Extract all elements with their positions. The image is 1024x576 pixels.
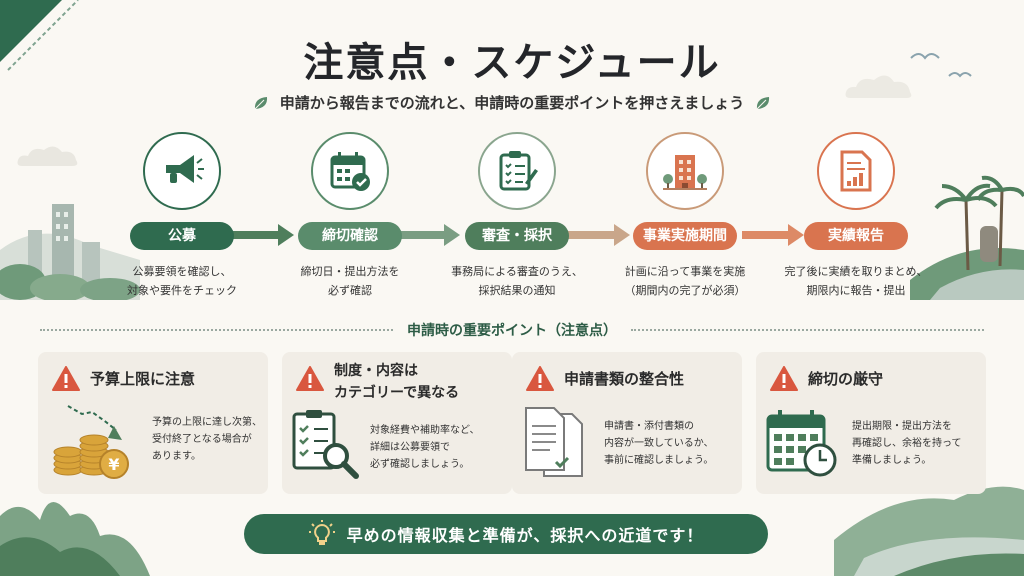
warning-icon — [526, 366, 554, 391]
flow-step-jigyou: 事業実施期間 計画に沿って事業を実施（期間内の完了が必須） — [600, 132, 770, 300]
section-heading-text: 申請時の重要ポイント（注意点） — [407, 323, 617, 339]
foliage-decoration-left — [0, 501, 150, 576]
cloud-decoration-right — [845, 75, 912, 98]
svg-text:¥: ¥ — [108, 455, 119, 474]
step-label: 審査・採択 — [465, 222, 569, 250]
card-text: 申請書・添付書類の内容が一致しているか、事前に確認しましょう。 — [604, 421, 714, 466]
flow-arrow — [742, 224, 804, 246]
caution-card-deadline: 締切の厳守 提出期限・提出方法を再確認し、余裕を持って準備しましょう。 — [756, 352, 986, 494]
page-subtitle: 申請から報告までの流れと、申請時の重要ポイントを押さえましょう — [279, 94, 745, 112]
leaf-icon — [254, 96, 267, 109]
step-description: 計画に沿って事業を実施（期間内の完了が必須） — [624, 265, 746, 297]
step-description: 事務局による審査のうえ、採択結果の通知 — [451, 265, 583, 297]
flow-step-shinsa: 審査・採択 事務局による審査のうえ、採択結果の通知 — [432, 132, 602, 300]
leaf-icon — [756, 96, 770, 109]
flow-step-shimekiri: 締切確認 締切日・提出方法を必ず確認 — [265, 132, 435, 300]
section-heading: 申請時の重要ポイント（注意点） — [40, 320, 984, 340]
step-icon-circle — [646, 132, 724, 210]
step-label: 実績報告 — [804, 222, 908, 250]
flow-step-jisseki: 実績報告 完了後に実績を取りまとめ、期限内に報告・提出 — [771, 132, 941, 300]
card-title: 締切の厳守 — [808, 370, 884, 388]
card-title: 制度・内容はカテゴリーで異なる — [334, 363, 460, 401]
subtitle-row: 申請から報告までの流れと、申請時の重要ポイントを押さえましょう — [0, 92, 1024, 113]
card-text: 提出期限・提出方法を再確認し、余裕を持って準備しましょう。 — [852, 421, 962, 466]
lightbulb-icon — [308, 520, 335, 545]
coast-decoration-right — [834, 486, 1024, 576]
coins-decline-icon: ¥ — [53, 405, 129, 479]
warning-icon — [296, 366, 324, 391]
step-label: 事業実施期間 — [633, 222, 737, 250]
step-description: 完了後に実績を取りまとめ、期限内に報告・提出 — [784, 265, 928, 297]
warning-icon — [770, 366, 798, 391]
step-description: 公募要領を確認し、対象や要件をチェック — [127, 265, 237, 297]
card-title: 申請書類の整合性 — [564, 370, 685, 388]
palm-island-decoration — [910, 175, 1024, 300]
step-description: 締切日・提出方法を必ず確認 — [300, 265, 400, 297]
step-label: 締切確認 — [298, 222, 402, 250]
page-title: 注意点・スケジュール — [303, 39, 721, 86]
card-title: 予算上限に注意 — [90, 370, 196, 388]
flow-step-koubo: 公募 公募要領を確認し、対象や要件をチェック — [97, 132, 267, 300]
divider — [40, 329, 393, 331]
documents-check-icon — [525, 407, 583, 477]
card-text: 対象経費や補助率など、詳細は公募要領で必ず確認しましょう。 — [370, 425, 480, 470]
step-icon-circle — [143, 132, 221, 210]
checklist-magnifier-icon — [292, 410, 359, 479]
tip-banner: 早めの情報収集と準備が、採択への近道です！ — [244, 514, 768, 554]
calendar-clock-icon — [766, 410, 837, 477]
divider — [631, 329, 984, 331]
card-text: 予算の上限に達し次第、受付終了となる場合があります。 — [152, 417, 262, 462]
calendar-check-icon — [330, 152, 370, 191]
step-label: 公募 — [130, 222, 234, 250]
birds-decoration — [910, 53, 972, 78]
step-icon-circle — [817, 132, 895, 210]
caution-card-category: 制度・内容はカテゴリーで異なる 対象経費や補助率など、詳細は公募要領で必ず確認し… — [282, 352, 512, 494]
step-icon-circle — [311, 132, 389, 210]
warning-icon — [52, 366, 80, 391]
step-icon-circle — [478, 132, 556, 210]
flow-arrow — [232, 224, 294, 246]
cloud-decoration — [17, 146, 78, 166]
megaphone-icon — [166, 155, 204, 183]
clipboard-checklist-icon — [499, 151, 538, 191]
flow-arrow — [568, 224, 630, 246]
flow-arrow — [398, 224, 460, 246]
caution-card-budget: 予算上限に注意 ¥ 予算の上限に達し次第、受付終了となる場合があります。 — [38, 352, 268, 494]
report-document-icon — [840, 150, 872, 192]
caution-card-documents: 申請書類の整合性 申請書・添付書類の内容が一致しているか、事前に確認しましょう。 — [512, 352, 742, 494]
corner-stripe-decoration — [0, 0, 79, 71]
tip-banner-text: 早めの情報収集と準備が、採択への近道です！ — [346, 526, 704, 545]
city-skyline-decoration — [0, 204, 140, 300]
building-icon — [663, 155, 707, 190]
